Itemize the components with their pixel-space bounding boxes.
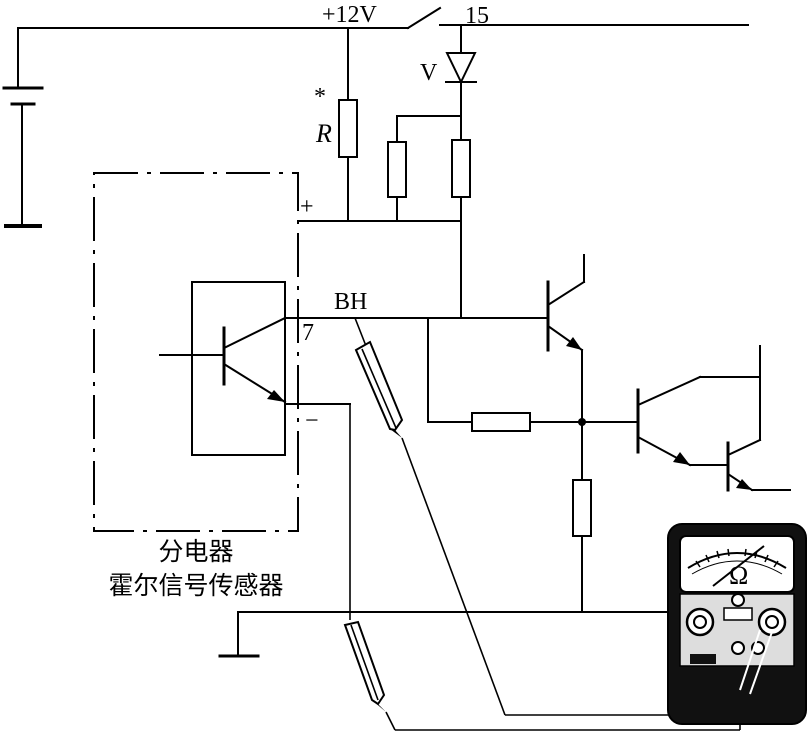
label-terminal-15: 15	[465, 3, 489, 29]
multimeter[interactable]: Ω	[667, 523, 807, 725]
label-bh: BH	[334, 289, 367, 315]
resistor-parallel-left	[387, 141, 407, 198]
resistor-parallel-right	[451, 139, 471, 198]
distributor-box	[93, 172, 299, 532]
resistor-vertical	[572, 479, 592, 537]
resistor-horizontal	[471, 412, 531, 432]
resistor-r	[338, 99, 358, 158]
ignition-switch	[406, 6, 442, 30]
hall-transistor	[159, 316, 287, 404]
jack-com[interactable]	[731, 641, 745, 655]
label-r: R	[315, 119, 332, 148]
probe-minus[interactable]	[343, 620, 741, 731]
label-asterisk: *	[314, 84, 326, 110]
driver-transistor	[546, 254, 586, 352]
caption-line2: 霍尔信号传感器	[108, 571, 283, 600]
caption-line1: 分电器	[158, 537, 233, 566]
label-minus: −	[305, 408, 319, 434]
hall-element-box	[191, 281, 286, 456]
diode-symbol	[445, 52, 477, 85]
junction-node	[578, 418, 586, 426]
battery	[2, 27, 44, 228]
label-pin7: 7	[302, 320, 314, 346]
label-plus: +	[300, 194, 314, 220]
label-diode: V	[420, 60, 438, 86]
output-transistor-2	[726, 345, 791, 492]
meter-needle	[712, 545, 765, 587]
ohm-symbol: Ω	[729, 561, 748, 590]
meter-face	[679, 535, 795, 593]
label-supply: +12V	[322, 2, 378, 28]
output-transistor-1	[636, 375, 761, 467]
